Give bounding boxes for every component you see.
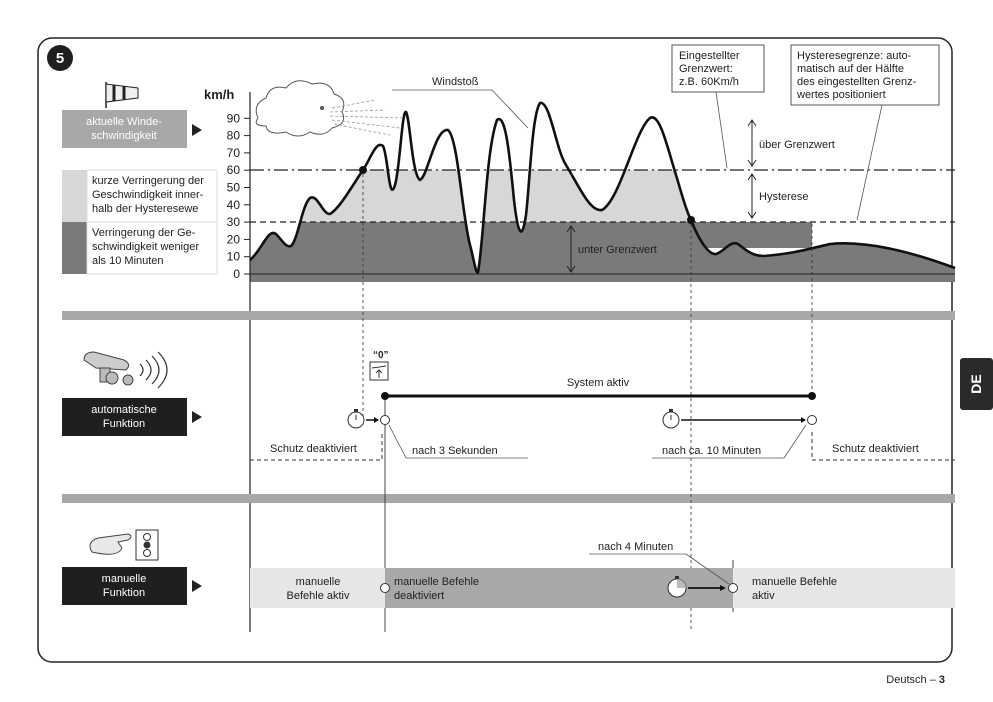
manual-active-again-line2: aktiv bbox=[752, 590, 775, 602]
legend-light-swatch bbox=[62, 170, 87, 222]
hysteresis-limit-line4: wertes positioniert bbox=[796, 89, 886, 101]
threshold-crossing-dot bbox=[359, 166, 367, 174]
hysteresis-arrow bbox=[747, 173, 757, 219]
automatic-function-line1: automatische bbox=[91, 404, 156, 416]
gust-label: Windstoß bbox=[432, 76, 479, 88]
protection-off-left-line bbox=[250, 432, 383, 461]
stopwatch-icon bbox=[347, 409, 365, 429]
manual-active-line2: Befehle aktiv bbox=[287, 590, 350, 602]
hysteresis-limit-line3: des eingestellten Grenz- bbox=[797, 76, 917, 88]
separator-bar-2 bbox=[62, 494, 955, 503]
legend-dark-box bbox=[86, 221, 218, 275]
arrow-right-icon bbox=[192, 411, 202, 423]
zero-label: “0” bbox=[373, 350, 389, 361]
set-threshold-line2: Grenzwert: bbox=[679, 63, 733, 75]
arrow-right-icon bbox=[192, 124, 202, 136]
above-threshold-arrow bbox=[747, 119, 757, 167]
legend-short-line2: Geschwindigkeit inner- bbox=[92, 189, 204, 201]
set-threshold-box bbox=[671, 44, 765, 93]
manual-active-again-line1: manuelle Befehle bbox=[752, 576, 837, 588]
y-axis-ticks: 0 10 20 30 40 50 60 70 80 90 bbox=[227, 111, 250, 281]
legend-short-line1: kurze Verringerung der bbox=[92, 175, 204, 187]
y-tick-label: 10 bbox=[227, 250, 241, 264]
hysteresis-limit-box bbox=[790, 44, 940, 106]
hysteresis-crossing-dot bbox=[687, 216, 695, 224]
hysteresis-limit-line2: matisch auf der Hälfte bbox=[797, 63, 904, 75]
automatic-function-line2: Funktion bbox=[103, 418, 145, 430]
figure-number: 5 bbox=[56, 50, 64, 67]
protection-off-left-label: Schutz deaktiviert bbox=[270, 443, 357, 455]
system-active-start-dot bbox=[381, 392, 389, 400]
wind-speed-label-line1: aktuelle Winde- bbox=[86, 116, 162, 128]
manual-disable-marker bbox=[380, 583, 390, 593]
legend-long-line2: schwindigkeit weniger bbox=[92, 241, 199, 253]
manual-enable-marker bbox=[728, 583, 738, 593]
after-10min-label: nach ca. 10 Minuten bbox=[662, 445, 761, 457]
gust-pointer bbox=[491, 89, 529, 129]
after-3s-label: nach 3 Sekunden bbox=[412, 445, 498, 457]
footer-text: Deutsch – 3 bbox=[886, 674, 945, 686]
legend-short-line3: halb der Hysteresewe bbox=[92, 203, 198, 215]
set-threshold-pointer bbox=[715, 91, 728, 169]
stopwatch-icon bbox=[667, 576, 687, 598]
system-active-label: System aktiv bbox=[567, 377, 630, 389]
automatic-function-label-box bbox=[62, 398, 187, 436]
set-threshold-line3: z.B. 60Km/h bbox=[679, 76, 739, 88]
y-tick-label: 80 bbox=[227, 129, 241, 143]
manual-active-line1: manuelle bbox=[296, 576, 341, 588]
windsock-icon bbox=[105, 82, 139, 108]
anemometer-icon bbox=[83, 351, 168, 389]
awning-retract-icon bbox=[369, 361, 389, 381]
arrow-right-icon bbox=[192, 580, 202, 592]
wind-speed-label-box bbox=[62, 110, 187, 148]
after-4min-pointer bbox=[685, 553, 730, 585]
legend-long-line1: Verringerung der Ge- bbox=[92, 227, 196, 239]
figure-number-badge bbox=[47, 45, 73, 71]
y-tick-label: 20 bbox=[227, 232, 241, 246]
legend-long-line3: als 10 Minuten bbox=[92, 255, 164, 267]
language-tab-label: DE bbox=[968, 374, 984, 393]
below-threshold-label: unter Grenzwert bbox=[578, 244, 657, 256]
separator-bar-1 bbox=[62, 311, 955, 320]
above-threshold-label: über Grenzwert bbox=[759, 139, 835, 151]
after-4min-label: nach 4 Minuten bbox=[598, 541, 673, 553]
y-tick-label: 90 bbox=[227, 111, 241, 125]
unit-label: km/h bbox=[204, 87, 234, 102]
shaded-region bbox=[250, 222, 955, 282]
y-tick-label: 70 bbox=[227, 146, 241, 160]
protection-off-right-label: Schutz deaktiviert bbox=[832, 443, 919, 455]
hysteresis-limit-pointer bbox=[856, 104, 883, 221]
legend-light-box bbox=[86, 169, 218, 223]
system-active-end-dot bbox=[808, 392, 816, 400]
figure-frame bbox=[37, 37, 953, 663]
manual-disabled-line1: manuelle Befehle bbox=[394, 576, 479, 588]
y-tick-label: 60 bbox=[227, 163, 241, 177]
y-tick-label: 30 bbox=[227, 215, 241, 229]
language-tab bbox=[960, 358, 993, 410]
manual-function-label-box bbox=[62, 567, 187, 605]
manual-function-line2: Funktion bbox=[103, 587, 145, 599]
hand-remote-icon bbox=[89, 529, 159, 561]
set-threshold-line1: Eingestellter bbox=[679, 50, 740, 62]
y-tick-label: 50 bbox=[227, 181, 241, 195]
protection-off-right-line bbox=[811, 432, 955, 461]
long-reduction-block bbox=[692, 222, 812, 248]
delay-10min-end-marker bbox=[807, 415, 817, 425]
delay-3s-end-marker bbox=[380, 415, 390, 425]
legend-dark-swatch bbox=[62, 222, 87, 274]
below-threshold-shading bbox=[250, 222, 955, 282]
manual-function-line1: manuelle bbox=[102, 573, 147, 585]
wind-cloud-icon bbox=[255, 80, 406, 137]
manual-disabled-line2: deaktiviert bbox=[394, 590, 444, 602]
y-tick-label: 40 bbox=[227, 198, 241, 212]
below-threshold-arrow bbox=[566, 225, 576, 273]
hysteresis-limit-line1: Hysteresegrenze: auto- bbox=[797, 50, 912, 62]
wind-speed-label-line2: schwindigkeit bbox=[91, 130, 156, 142]
hysteresis-label: Hysterese bbox=[759, 191, 809, 203]
stopwatch-icon bbox=[662, 409, 680, 429]
y-tick-label: 0 bbox=[233, 267, 240, 281]
